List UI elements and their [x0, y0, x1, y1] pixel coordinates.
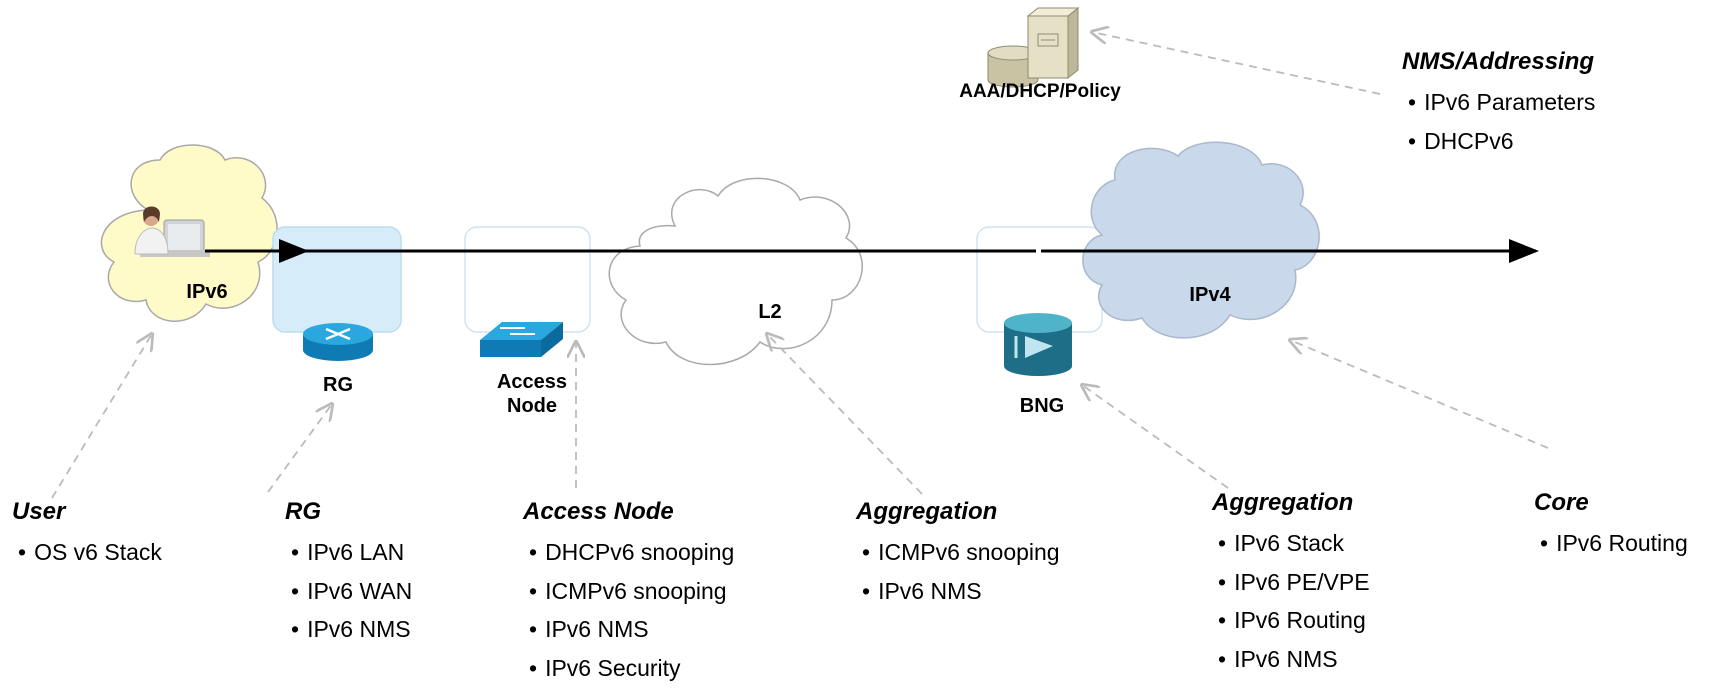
- access-node-box: [464, 226, 591, 333]
- group-title: Aggregation: [856, 498, 998, 525]
- list-item: IPv6 NMS: [291, 610, 412, 649]
- list-item: IPv6 Routing: [1218, 601, 1370, 640]
- list-item: IPv6 NMS: [1218, 640, 1370, 679]
- group-nms-addressing: NMS/Addressing IPv6 Parameters DHCPv6: [1402, 47, 1595, 160]
- list-item: DHCPv6 snooping: [529, 533, 734, 572]
- bng-label: BNG: [1019, 395, 1065, 417]
- group-aggregation-bng: Aggregation IPv6 Stack IPv6 PE/VPE IPv6 …: [1212, 488, 1370, 678]
- user-icon: [134, 206, 210, 257]
- l2-cloud: [608, 177, 863, 366]
- list-item: IPv6 WAN: [291, 572, 412, 611]
- group-title: Aggregation: [1212, 489, 1354, 516]
- group-title: User: [12, 498, 66, 525]
- list-item: ICMPv6 snooping: [529, 572, 734, 611]
- list-item: IPv6 PE/VPE: [1218, 563, 1370, 602]
- list-item: IPv6 LAN: [291, 533, 412, 572]
- ipv6-cloud-label: IPv6: [186, 281, 228, 303]
- group-user: User OS v6 Stack: [12, 497, 162, 572]
- group-title: Core: [1534, 489, 1589, 516]
- leader-core: [1290, 340, 1549, 449]
- server-icon: [987, 6, 1080, 88]
- group-title: NMS/Addressing: [1402, 48, 1595, 75]
- group-title: RG: [285, 498, 321, 525]
- switch-icon: [480, 322, 563, 357]
- bng-device-icon: [1004, 313, 1072, 376]
- group-core: Core IPv6 Routing: [1534, 488, 1688, 563]
- router-icon: [303, 323, 373, 361]
- list-item: IPv6 Parameters: [1408, 83, 1595, 122]
- rg-label: RG: [323, 374, 353, 396]
- list-item: DHCPv6: [1408, 122, 1595, 161]
- leader-user: [51, 334, 152, 499]
- ipv4-cloud: [1082, 141, 1320, 339]
- l2-cloud-label: L2: [758, 301, 782, 323]
- ipv4-cloud-label: IPv4: [1189, 284, 1231, 306]
- list-item: ICMPv6 snooping: [862, 533, 1060, 572]
- leader-aggregation-bng: [1082, 385, 1229, 489]
- list-item: IPv6 NMS: [529, 610, 734, 649]
- list-item: OS v6 Stack: [18, 533, 162, 572]
- list-item: IPv6 NMS: [862, 572, 1060, 611]
- rg-box: [272, 226, 402, 333]
- list-item: IPv6 Security: [529, 649, 734, 688]
- group-title: Access Node: [523, 498, 674, 525]
- leader-lines: [51, 32, 1549, 499]
- group-aggregation-l2: Aggregation ICMPv6 snooping IPv6 NMS: [856, 497, 1060, 610]
- list-item: IPv6 Routing: [1540, 524, 1688, 563]
- group-rg: RG IPv6 LAN IPv6 WAN IPv6 NMS: [285, 497, 412, 649]
- access-node-label: Access Node: [496, 371, 568, 417]
- server-label: AAA/DHCP/Policy: [959, 81, 1121, 102]
- leader-rg: [267, 404, 332, 493]
- leader-aggregation-l2: [767, 334, 923, 495]
- group-access-node: Access Node DHCPv6 snooping ICMPv6 snoop…: [523, 497, 734, 687]
- leader-nms: [1092, 32, 1381, 95]
- list-item: IPv6 Stack: [1218, 524, 1370, 563]
